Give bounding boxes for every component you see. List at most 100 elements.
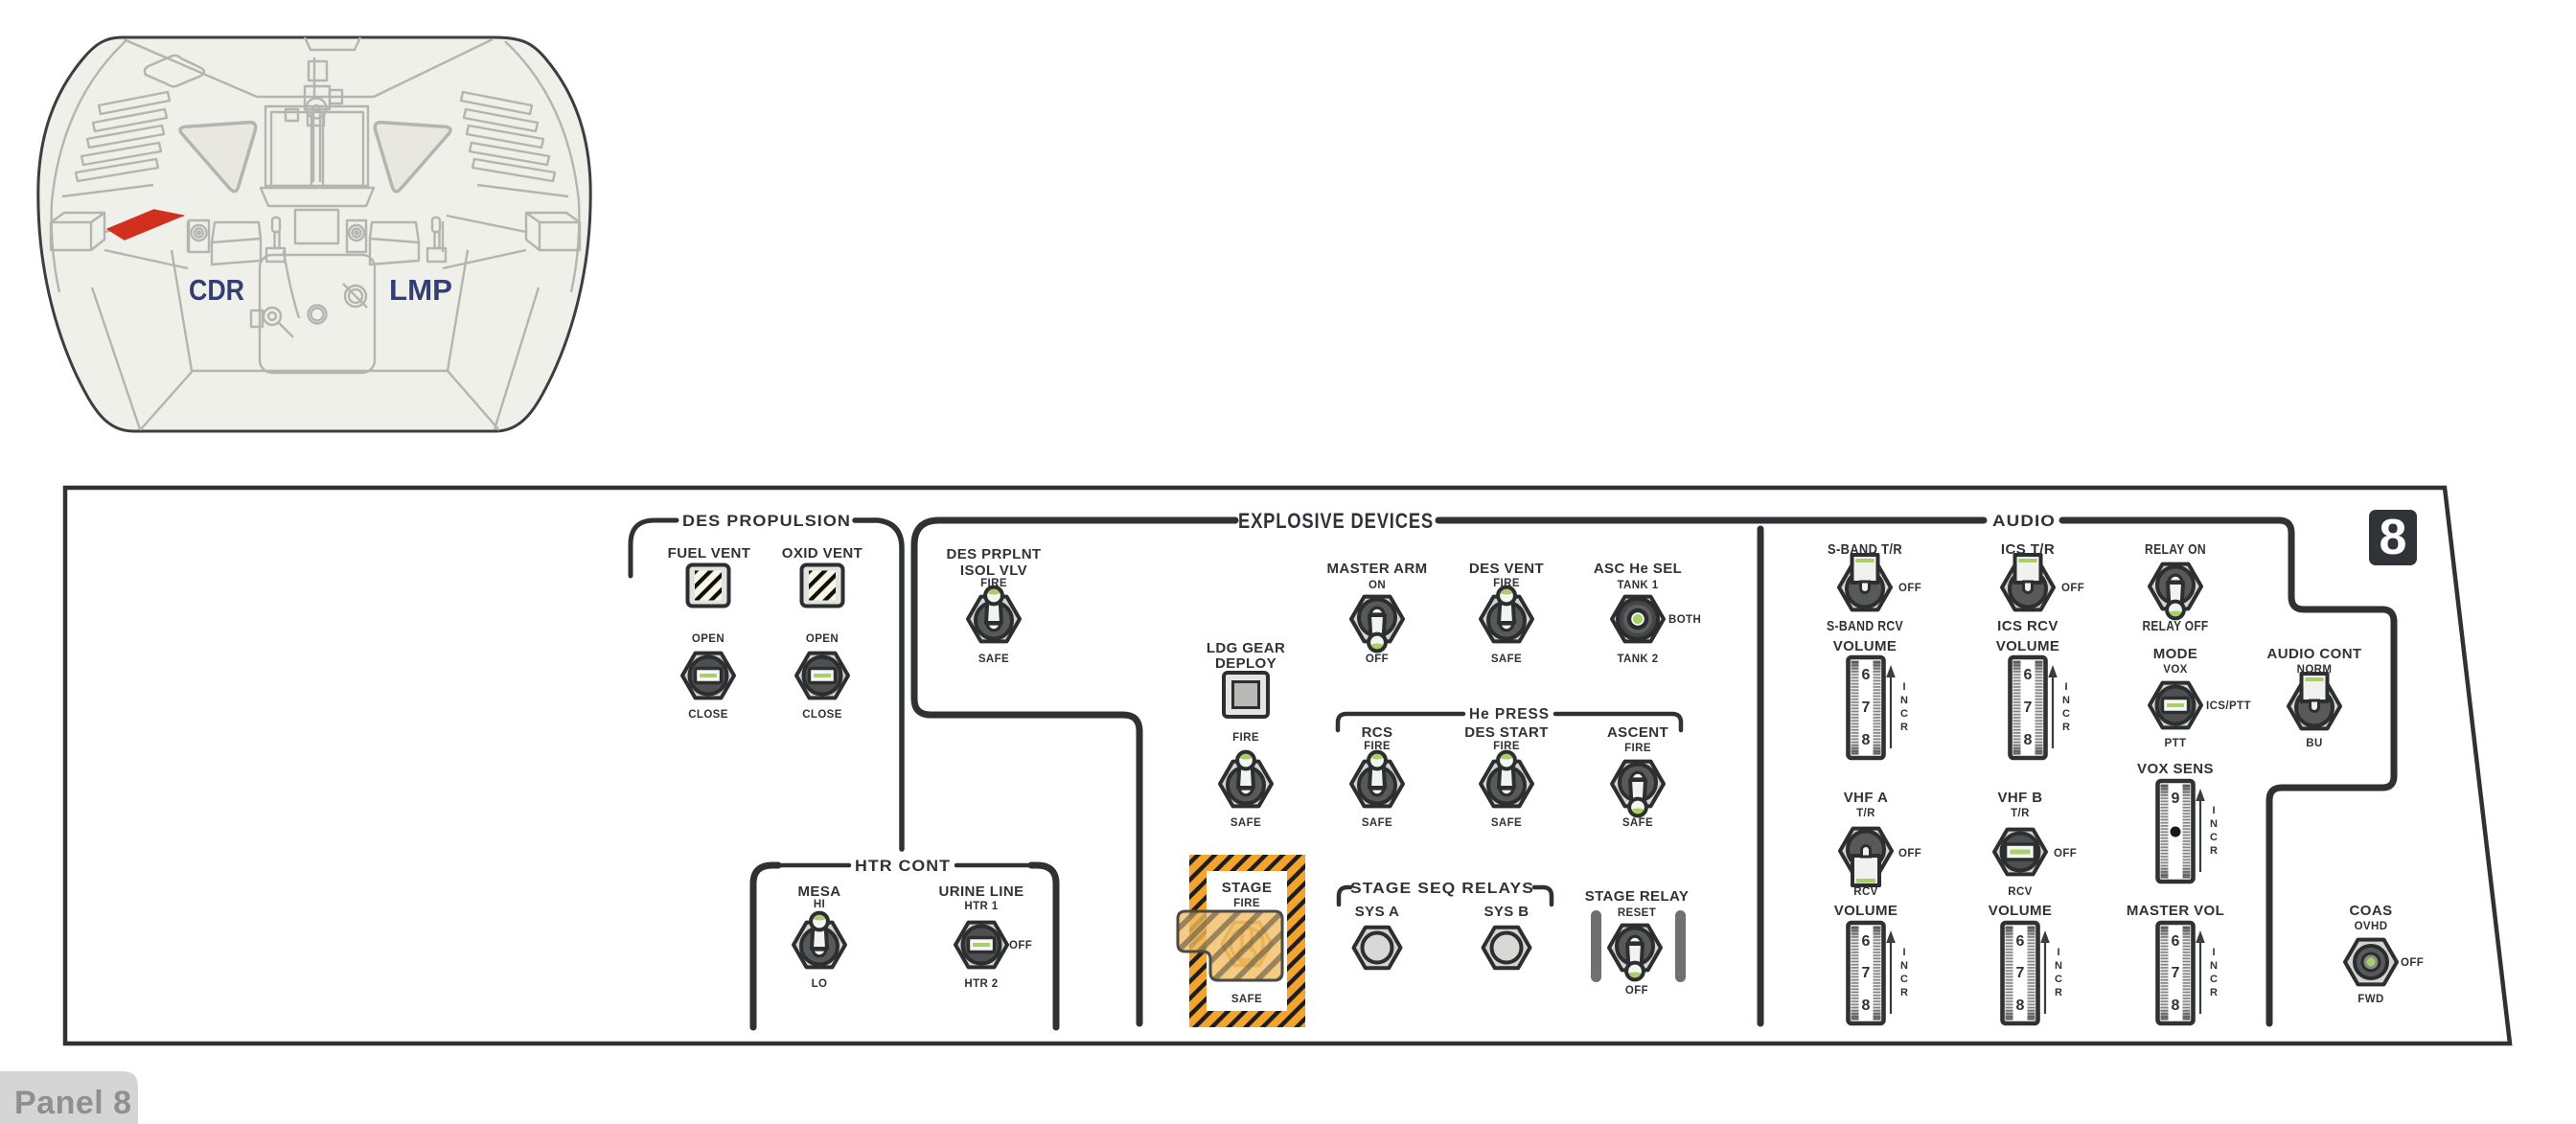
svg-text:S-BAND T/R: S-BAND T/R: [1828, 541, 1902, 558]
svg-text:I: I: [2057, 947, 2059, 958]
svg-text:SAFE: SAFE: [1231, 994, 1262, 1005]
svg-text:7: 7: [1862, 965, 1871, 981]
svg-text:RCV: RCV: [2008, 886, 2032, 898]
svg-text:OFF: OFF: [1898, 583, 1921, 594]
svg-text:TANK 2: TANK 2: [1617, 654, 1658, 665]
svg-text:7: 7: [1862, 700, 1871, 716]
svg-text:6: 6: [2172, 933, 2180, 950]
svg-text:OFF: OFF: [2061, 583, 2084, 594]
svg-text:FIRE: FIRE: [1233, 898, 1260, 909]
svg-text:LO: LO: [812, 978, 828, 990]
svg-text:RELAY ON: RELAY ON: [2145, 541, 2206, 558]
svg-text:VOLUME: VOLUME: [1989, 903, 2053, 919]
svg-text:N: N: [1900, 960, 1908, 972]
svg-text:N: N: [2055, 960, 2062, 972]
svg-text:OFF: OFF: [1009, 940, 1032, 952]
svg-text:FWD: FWD: [2358, 994, 2383, 1005]
svg-text:SAFE: SAFE: [978, 654, 1009, 665]
svg-text:6: 6: [1862, 933, 1871, 950]
svg-text:VOX SENS: VOX SENS: [2137, 761, 2214, 777]
svg-text:SAFE: SAFE: [1622, 817, 1653, 829]
svg-text:FIRE: FIRE: [1232, 732, 1259, 744]
svg-text:7: 7: [2024, 700, 2033, 716]
svg-text:SYS B: SYS B: [1484, 904, 1529, 920]
svg-text:HTR CONT: HTR CONT: [855, 857, 951, 875]
svg-text:8: 8: [2380, 510, 2407, 565]
svg-text:T/R: T/R: [1856, 808, 1875, 819]
svg-text:FIRE: FIRE: [1364, 741, 1391, 752]
svg-text:OFF: OFF: [1898, 848, 1921, 860]
svg-text:OPEN: OPEN: [806, 633, 839, 645]
svg-text:OFF: OFF: [2401, 957, 2424, 969]
svg-text:R: R: [2062, 722, 2070, 733]
svg-text:DEPLOY: DEPLOY: [1215, 655, 1276, 672]
svg-text:CDR: CDR: [189, 273, 244, 307]
svg-text:8: 8: [1862, 732, 1871, 748]
svg-text:URINE LINE: URINE LINE: [938, 883, 1024, 900]
svg-text:CLOSE: CLOSE: [688, 709, 728, 721]
svg-text:C: C: [1900, 708, 1908, 720]
svg-text:BU: BU: [2306, 738, 2322, 749]
svg-text:LMP: LMP: [389, 273, 452, 307]
svg-text:SYS A: SYS A: [1355, 904, 1399, 920]
svg-text:SAFE: SAFE: [1230, 817, 1261, 829]
svg-text:VOLUME: VOLUME: [1833, 638, 1898, 654]
svg-text:8: 8: [2016, 998, 2025, 1014]
svg-text:I: I: [2064, 681, 2067, 693]
svg-text:8: 8: [1862, 998, 1871, 1014]
svg-text:C: C: [2210, 832, 2218, 843]
svg-text:ON: ON: [1368, 580, 1386, 591]
svg-text:OPEN: OPEN: [692, 633, 724, 645]
svg-text:COAS: COAS: [2350, 903, 2393, 919]
svg-text:S-BAND RCV: S-BAND RCV: [1827, 618, 1903, 634]
svg-text:OVHD: OVHD: [2355, 921, 2388, 932]
svg-text:AUDIO: AUDIO: [1992, 512, 2056, 530]
svg-text:C: C: [2210, 974, 2218, 985]
svg-text:I: I: [2212, 805, 2215, 816]
svg-text:N: N: [1900, 695, 1908, 706]
svg-text:ICS T/R: ICS T/R: [2001, 541, 2055, 558]
svg-text:VOX: VOX: [2163, 664, 2188, 676]
svg-text:C: C: [2062, 708, 2070, 720]
svg-text:VOLUME: VOLUME: [1996, 638, 2060, 654]
svg-text:DES PRPLNT: DES PRPLNT: [946, 546, 1041, 562]
svg-text:MODE: MODE: [2153, 646, 2198, 662]
svg-text:7: 7: [2016, 965, 2025, 981]
svg-text:BOTH: BOTH: [1668, 614, 1701, 626]
svg-text:DES VENT: DES VENT: [1469, 561, 1544, 577]
svg-text:I: I: [1902, 681, 1905, 693]
svg-text:FUEL VENT: FUEL VENT: [668, 545, 751, 562]
svg-text:PTT: PTT: [2165, 738, 2187, 749]
svg-text:RELAY OFF: RELAY OFF: [2143, 618, 2209, 634]
svg-text:TANK 1: TANK 1: [1617, 580, 1658, 591]
svg-text:STAGE RELAY: STAGE RELAY: [1585, 888, 1690, 905]
svg-text:SAFE: SAFE: [1491, 654, 1522, 665]
svg-text:RCS: RCS: [1362, 724, 1393, 741]
svg-text:7: 7: [2172, 965, 2180, 981]
svg-text:8: 8: [2172, 998, 2180, 1014]
svg-text:R: R: [2210, 845, 2218, 857]
svg-text:N: N: [2210, 960, 2218, 972]
svg-text:6: 6: [2016, 933, 2025, 950]
svg-text:C: C: [1900, 974, 1908, 985]
svg-text:SAFE: SAFE: [1491, 817, 1522, 829]
svg-text:FIRE: FIRE: [1493, 578, 1520, 589]
svg-text:FIRE: FIRE: [1493, 741, 1520, 752]
svg-text:R: R: [1900, 722, 1908, 733]
svg-text:MASTER VOL: MASTER VOL: [2127, 903, 2224, 919]
svg-text:MASTER ARM: MASTER ARM: [1326, 561, 1427, 577]
svg-text:CLOSE: CLOSE: [802, 709, 842, 721]
svg-text:N: N: [2210, 818, 2218, 830]
svg-text:FIRE: FIRE: [1624, 743, 1651, 754]
svg-text:ICS/PTT: ICS/PTT: [2206, 700, 2251, 712]
svg-text:9: 9: [2172, 791, 2180, 807]
svg-text:RESET: RESET: [1618, 907, 1656, 919]
svg-text:I: I: [2212, 947, 2215, 958]
svg-text:STAGE SEQ RELAYS: STAGE SEQ RELAYS: [1350, 881, 1534, 897]
svg-text:Panel 8: Panel 8: [14, 1085, 132, 1121]
svg-text:AUDIO CONT: AUDIO CONT: [2267, 646, 2362, 662]
svg-text:HTR 2: HTR 2: [964, 978, 998, 990]
svg-text:MESA: MESA: [798, 883, 841, 900]
svg-text:HTR 1: HTR 1: [964, 901, 998, 912]
svg-text:ICS RCV: ICS RCV: [1997, 618, 2058, 634]
